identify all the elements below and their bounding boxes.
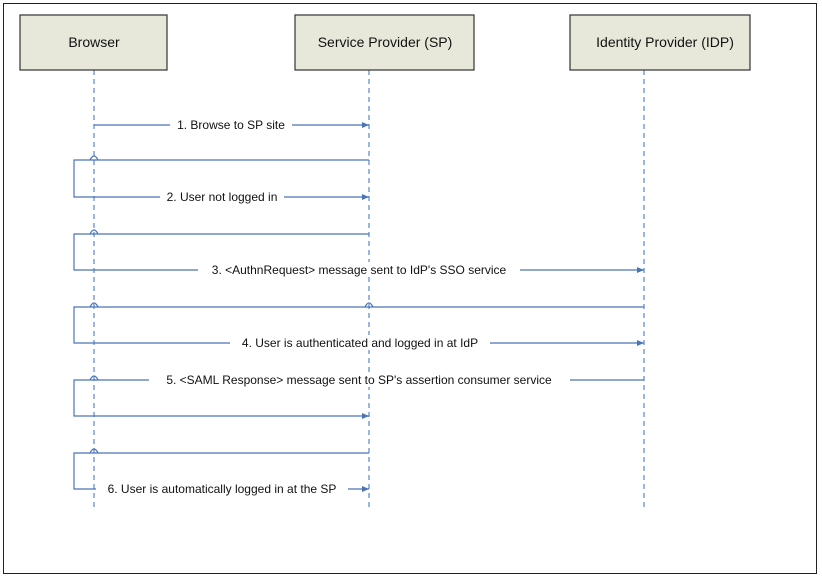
label-step-2: 2. User not logged in [167,190,278,204]
label-bg-step-3 [198,262,520,277]
actor-browser: Browser [19,14,168,71]
label-bg-step-5 [149,372,570,387]
label-step-6: 6. User is automatically logged in at th… [108,482,337,496]
crossing-bump [89,155,99,161]
crossing-bump [89,448,99,454]
actor-sp-label: Service Provider (SP) [318,34,453,50]
label-bg-step-2 [160,189,284,204]
actor-browser-label: Browser [68,34,120,50]
actor-idp: Identity Provider (IDP) [569,14,751,71]
label-bg-step-4 [230,335,490,350]
label-bg-step-6 [96,481,348,496]
actor-sp: Service Provider (SP) [294,14,475,71]
crossing-bump [89,229,99,235]
label-step-5: 5. <SAML Response> message sent to SP's … [166,373,552,387]
line-crossings [89,155,374,454]
crossing-bump [364,302,374,308]
actor-idp-label: Identity Provider (IDP) [596,34,734,50]
crossing-bump [89,375,99,381]
label-step-4: 4. User is authenticated and logged in a… [242,336,478,350]
label-bg-step-1 [170,117,292,132]
label-step-3: 3. <AuthnRequest> message sent to IdP's … [212,263,507,277]
crossing-bump [89,302,99,308]
label-step-1: 1. Browse to SP site [177,118,285,132]
diagram-frame [3,3,817,574]
